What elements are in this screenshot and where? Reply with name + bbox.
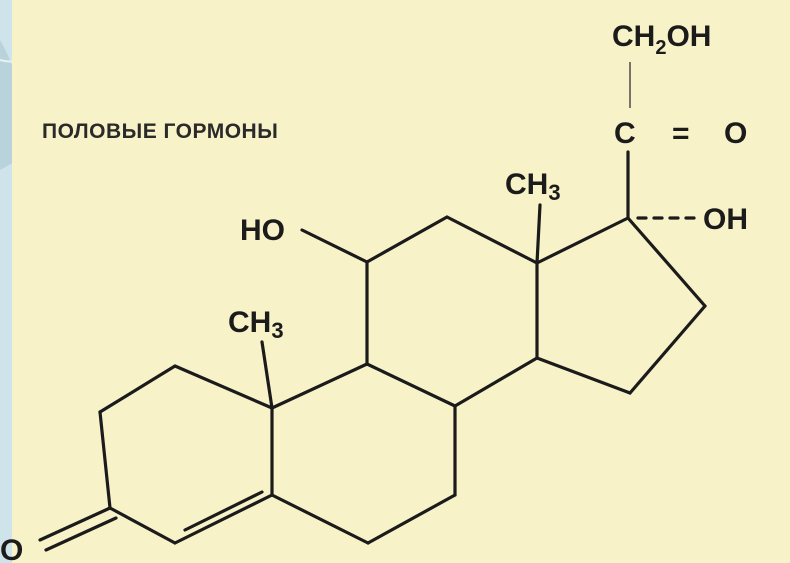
ring-a [98, 364, 274, 545]
c11-hydroxyl-bond [300, 228, 369, 264]
caption-sex-hormones: ПОЛОВЫЕ ГОРМОНЫ [42, 120, 278, 143]
o-c3-label: O [0, 534, 23, 563]
c10-methyl-bond [260, 340, 274, 410]
ring-c [365, 215, 539, 408]
oh-c17-label: OH [703, 203, 748, 236]
ch3-c10-label: CH3 [228, 306, 284, 343]
carbonyl-equals-label: = [672, 117, 690, 150]
carbonyl-o-label: O [724, 117, 747, 150]
ho-c11-label: HO [240, 214, 285, 247]
c3-ketone [38, 506, 118, 552]
ch2oh-label: CH2OH [612, 20, 711, 59]
ch3-c13-label: CH3 [505, 168, 561, 205]
formula-panel [12, 0, 790, 563]
ring-d [535, 216, 707, 395]
ring-b [270, 362, 457, 545]
carbonyl-c-label: C [614, 117, 636, 150]
c13-methyl-bond [535, 203, 542, 265]
